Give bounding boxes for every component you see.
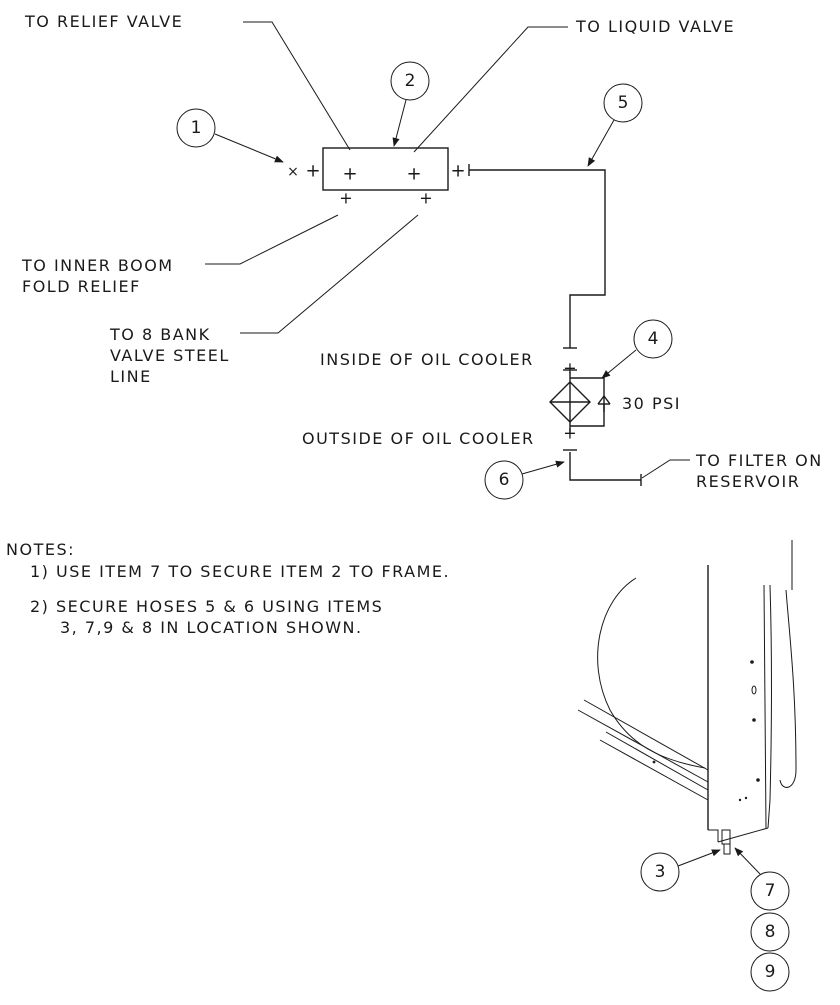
hose-5 (468, 164, 606, 349)
label-bypass-pressure: 30 PSI (622, 394, 681, 413)
callout-1: 1 (176, 108, 284, 163)
svg-text:7: 7 (765, 881, 776, 901)
svg-text:×: × (287, 164, 299, 180)
callout-9: 9 (750, 952, 790, 992)
svg-text:+: + (406, 164, 421, 185)
leader-inner-boom: TO INNER BOOM FOLD RELIEF (21, 214, 339, 296)
label-inside-oil-cooler: INSIDE OF OIL COOLER (320, 350, 534, 369)
callout-5: 5 (587, 83, 643, 167)
svg-text:8: 8 (765, 922, 776, 942)
manifold-block: + + × + + + + (287, 147, 466, 208)
label-to-8-bank-1: TO 8 BANK (109, 325, 211, 344)
svg-text:+: + (450, 161, 465, 182)
svg-text:6: 6 (499, 470, 510, 490)
label-to-relief-valve: TO RELIEF VALVE (24, 12, 183, 31)
callout-8: 8 (750, 912, 790, 952)
leader-8-bank: TO 8 BANK VALVE STEEL LINE (109, 214, 419, 386)
callout-4: 4 (601, 319, 673, 379)
label-to-filter-1: TO FILTER ON (695, 451, 823, 470)
notes-heading: NOTES: (6, 540, 75, 559)
svg-text:3: 3 (655, 862, 666, 882)
note-2-line-2: 3, 7,9 & 8 IN LOCATION SHOWN. (60, 618, 363, 637)
callout-6: 6 (484, 460, 565, 500)
label-to-inner-boom-2: FOLD RELIEF (22, 277, 141, 296)
note-2-line-1: 2) SECURE HOSES 5 & 6 USING ITEMS (30, 597, 383, 616)
svg-text:4: 4 (648, 329, 659, 349)
label-to-8-bank-2: VALVE STEEL (110, 346, 230, 365)
svg-text:+: + (563, 424, 576, 443)
note-1: 1) USE ITEM 7 TO SECURE ITEM 2 TO FRAME. (30, 562, 450, 581)
leader-liquid-valve: TO LIQUID VALVE (413, 17, 735, 153)
label-to-inner-boom-1: TO INNER BOOM (21, 256, 174, 275)
callout-3: 3 (640, 849, 721, 892)
svg-text:+: + (342, 164, 357, 185)
hose-6: TO FILTER ON RESERVOIR (569, 451, 823, 491)
svg-text:9: 9 (765, 962, 776, 982)
svg-text:+: + (339, 189, 352, 208)
label-outside-oil-cooler: OUTSIDE OF OIL COOLER (302, 429, 535, 448)
svg-text:2: 2 (405, 71, 416, 91)
frame-detail-view (577, 540, 797, 855)
oil-cooler: INSIDE OF OIL COOLER OUTSIDE OF OIL COOL… (302, 350, 681, 451)
notes-block: NOTES: 1) USE ITEM 7 TO SECURE ITEM 2 TO… (6, 540, 450, 637)
label-to-8-bank-3: LINE (110, 367, 152, 386)
callout-2: 2 (390, 61, 430, 147)
svg-text:1: 1 (191, 118, 202, 138)
svg-text:+: + (419, 189, 432, 208)
label-to-liquid-valve: TO LIQUID VALVE (575, 17, 735, 36)
svg-text:5: 5 (618, 93, 629, 113)
svg-text:+: + (563, 359, 576, 378)
leader-relief-valve: TO RELIEF VALVE (24, 12, 351, 151)
svg-text:+: + (305, 161, 320, 182)
label-to-filter-2: RESERVOIR (696, 472, 800, 491)
callout-7: 7 (734, 847, 790, 911)
